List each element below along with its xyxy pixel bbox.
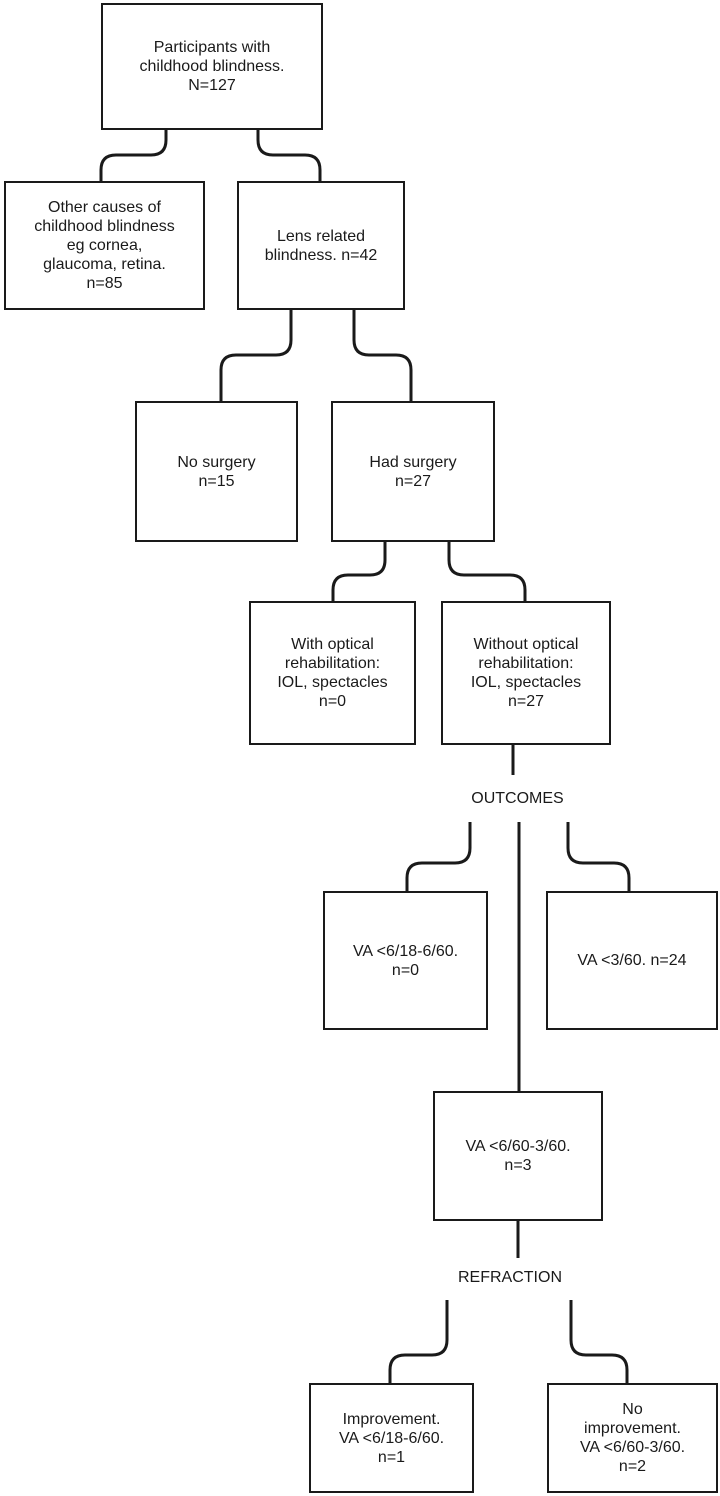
node-text-line: n=27 <box>394 472 432 490</box>
node-with-optical: With optical rehabilitation: IOL, spectacl… <box>249 601 416 745</box>
node-text-line: No surgery <box>177 453 256 471</box>
node-text-line: Without optical <box>473 636 579 653</box>
node-text-line: improvement. <box>584 1420 681 1437</box>
node-text-line: Lens related <box>276 227 366 245</box>
connector-refraction-noimprovement <box>569 1300 629 1385</box>
node-text-line: Other causes of <box>48 199 161 216</box>
node-text-line: VA <6/60-3/60. <box>465 1138 571 1155</box>
node-text-line: childhood blindness <box>34 218 175 235</box>
node-text-line: IOL, spectacles <box>470 674 582 691</box>
connector-surgery-without <box>447 540 527 603</box>
connector-surgery-with <box>331 540 387 603</box>
connector-refraction-improvement <box>388 1300 449 1385</box>
node-text-line: n=27 <box>507 693 545 710</box>
connector-lens-nosurgery <box>219 309 293 403</box>
node-text-line: No <box>622 1401 643 1418</box>
node-text-line: n=85 <box>86 275 123 292</box>
connector-lens-hadsurgery <box>352 309 413 403</box>
node-text-line: With optical <box>291 636 374 653</box>
node-va-18-60: VA <6/18-6/60.n=0 <box>323 891 488 1030</box>
node-text-line: Participants with <box>153 39 271 56</box>
node-text-line: blindness. n=42 <box>264 246 378 264</box>
refraction-label: REFRACTION <box>435 1268 585 1288</box>
node-without-optical: Without optical rehabilitation: IOL, spect… <box>441 601 611 745</box>
node-other-causes: Other causes of childhood blindness eg cor… <box>4 181 205 310</box>
node-text-line: rehabilitation: <box>284 655 381 672</box>
node-text-line: Had surgery <box>369 453 457 471</box>
node-text-line: n=15 <box>198 472 235 490</box>
node-text-line: Improvement. <box>342 1410 441 1428</box>
node-text-line: n=2 <box>618 1458 647 1475</box>
node-text-line: n=0 <box>391 961 420 979</box>
node-text-line: n=1 <box>377 1448 406 1466</box>
node-participants: Participants with childhood blindness. N=1… <box>101 3 323 130</box>
node-text-line: IOL, spectacles <box>277 674 388 691</box>
node-text-line: VA <6/18-6/60. <box>352 942 459 960</box>
node-text-line: VA <6/18-6/60. <box>338 1429 445 1447</box>
node-va-3-60: VA <3/60. n=24 <box>546 891 718 1030</box>
node-no-improvement: No improvement. VA <6/60-3/60. n=2 <box>547 1383 718 1493</box>
node-improvement: Improvement.VA <6/18-6/60.n=1 <box>309 1383 474 1493</box>
node-va-60-3: VA <6/60-3/60. n=3 <box>433 1091 603 1221</box>
node-text-line: glaucoma, retina. <box>43 256 166 273</box>
node-text-line: VA <3/60. n=24 <box>577 952 687 969</box>
node-text-line: n=0 <box>318 693 347 710</box>
node-text-line: N=127 <box>188 77 236 94</box>
node-text-line: n=3 <box>504 1157 532 1174</box>
connector-participants-other <box>99 128 168 183</box>
connector-outcomes-va3 <box>566 822 631 893</box>
connector-outcomes-va18 <box>405 822 472 893</box>
connector-participants-lens <box>256 128 322 183</box>
node-text-line: rehabilitation: <box>478 655 574 672</box>
node-text-line: childhood blindness. <box>139 58 285 75</box>
node-text-line: eg cornea, <box>66 237 143 254</box>
node-text-line: VA <6/60-3/60. <box>579 1439 686 1456</box>
outcomes-label: OUTCOMES <box>455 789 580 809</box>
